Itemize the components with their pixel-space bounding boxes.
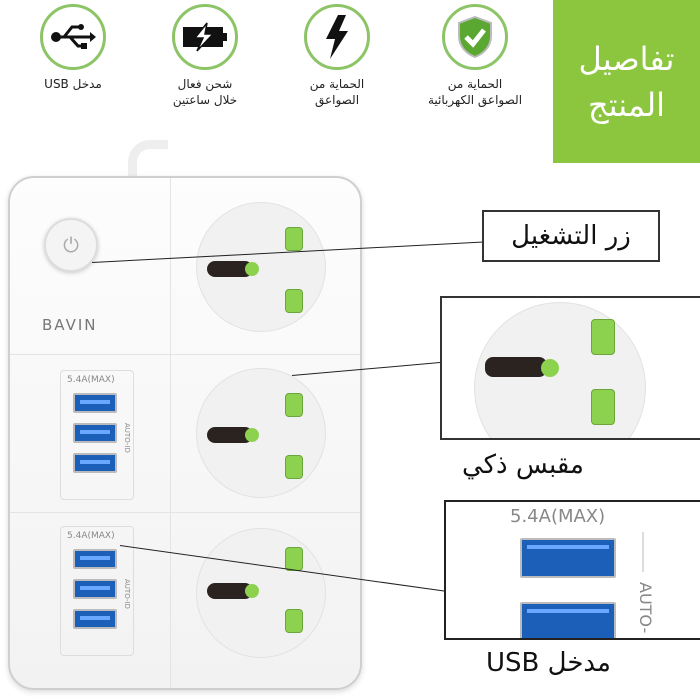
brand-logo: BAVIN (42, 316, 98, 334)
feature-label: شحن فعال (177, 77, 233, 91)
feature-label: مدخل USB (44, 77, 102, 91)
usb-port[interactable] (73, 393, 117, 413)
feature-electric-protection: الحماية من الصواعق الكهربائية (420, 4, 530, 108)
feature-fast-charge: شحن فعال خلال ساعتين (150, 4, 260, 108)
usb-input-label: مدخل USB (486, 648, 611, 678)
usb-zoom-max-label: 5.4A(MAX) (510, 506, 606, 527)
power-button-label: زر التشغيل (511, 221, 631, 251)
socket-zoom (440, 296, 700, 440)
smart-socket-label: مقبس ذكي (462, 450, 584, 480)
usb-port[interactable] (73, 609, 117, 629)
feature-label: الحماية من (309, 77, 365, 91)
feature-label: خلال ساعتين (172, 93, 238, 107)
usb-panel: 5.4A(MAX) AUTO-ID (60, 526, 134, 656)
socket[interactable] (196, 528, 326, 658)
usb-port[interactable] (73, 423, 117, 443)
title-line: تفاصيل (578, 39, 675, 78)
feature-label: الحماية من (447, 77, 503, 91)
auto-id-label: AUTO-ID (123, 579, 131, 609)
feature-label: الصواعق (314, 93, 360, 107)
usb-port[interactable] (73, 579, 117, 599)
usb-zoom-auto-label: AUTO- (636, 582, 655, 634)
power-strip: ⏻ BAVIN 5.4A(MAX) AUTO-ID 5.4A(MAX) AUTO… (8, 176, 362, 690)
feature-surge: الحماية من الصواعق (282, 4, 392, 108)
title-line: المنتج (587, 85, 666, 124)
usb-port[interactable] (73, 453, 117, 473)
product-details-title: تفاصيل المنتج (553, 0, 700, 163)
usb-max-label: 5.4A(MAX) (67, 531, 115, 541)
usb-port[interactable] (520, 602, 616, 638)
socket[interactable] (196, 368, 326, 498)
battery-charge-icon (172, 4, 238, 70)
socket[interactable] (196, 202, 326, 332)
power-cable (128, 140, 168, 180)
lightning-icon (304, 4, 370, 70)
usb-panel: 5.4A(MAX) AUTO-ID (60, 370, 134, 500)
auto-id-label: AUTO-ID (123, 423, 131, 453)
usb-zoom: 5.4A(MAX) AUTO- (444, 500, 700, 640)
feature-label: الصواعق الكهربائية (427, 93, 523, 107)
usb-max-label: 5.4A(MAX) (67, 375, 115, 385)
power-button[interactable]: ⏻ (44, 218, 98, 272)
power-icon: ⏻ (63, 233, 79, 257)
usb-port[interactable] (73, 549, 117, 569)
usb-port[interactable] (520, 538, 616, 578)
power-button-callout: زر التشغيل (482, 210, 660, 262)
feature-usb: مدخل USB (18, 4, 128, 92)
usb-icon (40, 4, 106, 70)
shield-check-icon (442, 4, 508, 70)
